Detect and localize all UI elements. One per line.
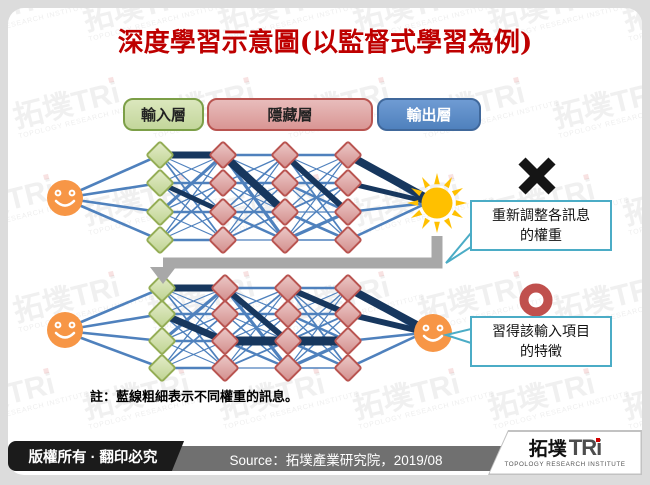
node-diamond bbox=[271, 198, 299, 226]
node-diamond bbox=[334, 354, 362, 382]
callout-pointer-adjust bbox=[445, 230, 472, 264]
node-diamond bbox=[211, 300, 239, 328]
callout-line: 的權重 bbox=[520, 227, 562, 244]
logo-latin-text: TRi bbox=[568, 435, 602, 460]
node-diamond bbox=[334, 141, 362, 169]
smiley-face-icon bbox=[47, 180, 83, 216]
source-bar: Source：拓墣產業研究院，2019/08 bbox=[160, 446, 512, 471]
tri-logo: 拓墣 TRi TOPOLOGY RESEARCH INSTITUTE bbox=[488, 430, 642, 475]
node-diamond bbox=[209, 198, 237, 226]
node-diamond bbox=[146, 169, 174, 197]
node-diamond bbox=[334, 198, 362, 226]
o-mark-icon bbox=[519, 283, 553, 317]
node-diamond bbox=[148, 327, 176, 355]
node-diamond bbox=[334, 169, 362, 197]
node-diamond bbox=[274, 327, 302, 355]
smiley-face-icon bbox=[47, 312, 83, 348]
label-hidden-layer: 隱藏層 bbox=[207, 98, 373, 131]
node-diamond bbox=[334, 226, 362, 254]
node-diamond bbox=[148, 274, 176, 302]
tri-logo-inner: 拓墣 TRi TOPOLOGY RESEARCH INSTITUTE bbox=[489, 431, 641, 474]
copyright-bar: 版權所有 · 翻印必究 bbox=[8, 441, 172, 471]
node-diamond bbox=[209, 141, 237, 169]
page-title: 深度學習示意圖(以監督式學習為例) bbox=[117, 28, 533, 58]
network-1 bbox=[47, 141, 467, 254]
callout-learn-features: 習得該輸入項目 的特徵 bbox=[470, 316, 612, 367]
node-diamond bbox=[209, 226, 237, 254]
network-2 bbox=[47, 274, 452, 382]
callout-line: 的特徵 bbox=[520, 343, 562, 360]
x-mark-icon bbox=[518, 157, 556, 195]
node-diamond bbox=[211, 327, 239, 355]
logo-cjk-text: 拓墣 bbox=[528, 439, 567, 460]
node-diamond bbox=[271, 169, 299, 197]
smiley-face-icon bbox=[414, 314, 452, 352]
node-diamond bbox=[334, 327, 362, 355]
node-diamond bbox=[274, 354, 302, 382]
node-diamond bbox=[146, 141, 174, 169]
node-diamond bbox=[211, 274, 239, 302]
node-diamond bbox=[274, 274, 302, 302]
copyright-text: 版權所有 · 翻印必究 bbox=[28, 449, 158, 466]
node-diamond bbox=[334, 300, 362, 328]
callout-line: 習得該輸入項目 bbox=[492, 323, 590, 339]
source-text: Source：拓墣產業研究院，2019/08 bbox=[229, 452, 443, 468]
node-diamond bbox=[148, 300, 176, 328]
feedback-arrow bbox=[150, 236, 443, 284]
callout-adjust-weights: 重新調整各訊息 的權重 bbox=[470, 200, 612, 251]
label-input-layer: 輸入層 bbox=[123, 98, 204, 131]
node-diamond bbox=[334, 274, 362, 302]
node-diamond bbox=[146, 226, 174, 254]
label-output-layer: 輸出層 bbox=[377, 98, 481, 131]
callout-line: 重新調整各訊息 bbox=[492, 207, 590, 223]
node-diamond bbox=[209, 169, 237, 197]
logo-subtitle: TOPOLOGY RESEARCH INSTITUTE bbox=[504, 461, 626, 468]
node-diamond bbox=[148, 354, 176, 382]
note-text: 註：藍線粗細表示不同權重的訊息。 bbox=[90, 389, 299, 404]
sun-icon bbox=[407, 173, 467, 233]
node-diamond bbox=[146, 198, 174, 226]
node-diamond bbox=[271, 141, 299, 169]
node-diamond bbox=[274, 300, 302, 328]
node-diamond bbox=[271, 226, 299, 254]
node-diamond bbox=[211, 354, 239, 382]
